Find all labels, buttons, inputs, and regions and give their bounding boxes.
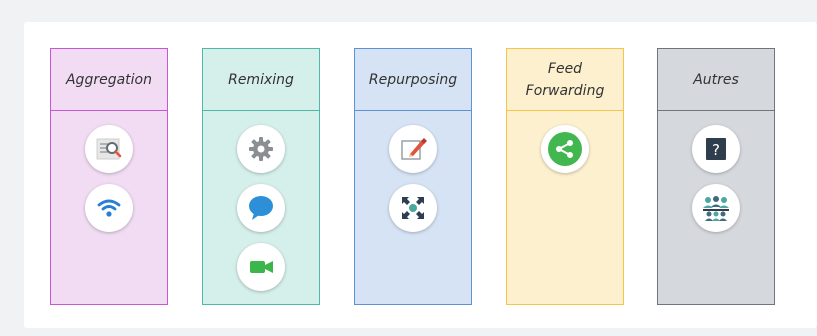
share-icon[interactable] — [541, 125, 589, 173]
column-body: ? — [658, 111, 774, 304]
column-title: Remixing — [203, 49, 319, 111]
column-autres: Autres ? — [657, 48, 775, 305]
column-body — [507, 111, 623, 304]
column-feed-forwarding: Feed Forwarding — [506, 48, 624, 305]
column-title: Aggregation — [51, 49, 167, 111]
column-body — [51, 111, 167, 304]
edit-pencil-icon[interactable] — [389, 125, 437, 173]
compress-arrows-icon[interactable] — [389, 184, 437, 232]
people-group-icon[interactable] — [692, 184, 740, 232]
chat-bubble-icon[interactable] — [237, 184, 285, 232]
video-camera-icon[interactable] — [237, 243, 285, 291]
column-body — [203, 111, 319, 304]
question-mark-glyph: ? — [712, 141, 720, 159]
document-search-icon[interactable] — [85, 125, 133, 173]
categories-panel: Aggregation R — [24, 22, 817, 328]
column-title: Repurposing — [355, 49, 471, 111]
question-mark-icon[interactable]: ? — [692, 125, 740, 173]
column-aggregation: Aggregation — [50, 48, 168, 305]
gear-icon[interactable] — [237, 125, 285, 173]
column-remixing: Remixing — [202, 48, 320, 305]
wifi-icon[interactable] — [85, 184, 133, 232]
column-title: Autres — [658, 49, 774, 111]
column-repurposing: Repurposing — [354, 48, 472, 305]
column-body — [355, 111, 471, 304]
column-title: Feed Forwarding — [507, 49, 623, 111]
